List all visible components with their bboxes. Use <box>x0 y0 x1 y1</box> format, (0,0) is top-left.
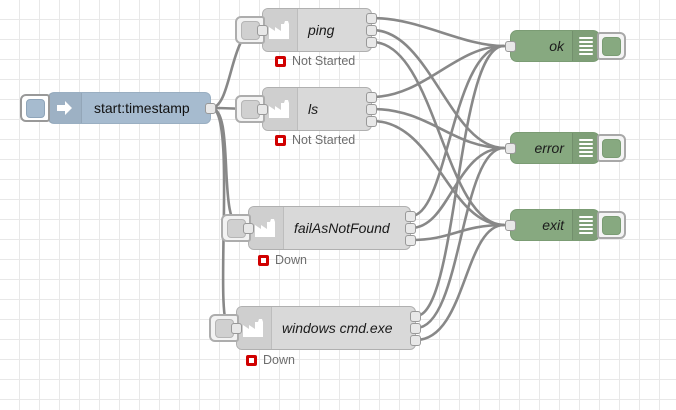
input-port[interactable] <box>231 323 242 334</box>
wire-fail-out2-to-error <box>409 146 506 230</box>
output-port-3[interactable] <box>410 335 421 346</box>
debug-toggle-button[interactable] <box>597 134 626 162</box>
output-port[interactable] <box>205 103 216 114</box>
wire-cmd-out3-to-exit <box>414 223 506 342</box>
node-debug-exit[interactable]: exit <box>505 209 626 241</box>
wire-inject-to-fail <box>209 106 244 230</box>
node-exec-ping[interactable]: ping <box>235 8 377 52</box>
node-label: error <box>534 140 564 156</box>
debug-lines-icon <box>572 133 599 163</box>
factory-icon <box>249 207 284 249</box>
wire-ping-out3-to-exit <box>370 40 506 227</box>
node-label: ok <box>549 38 564 54</box>
arrow-right-icon <box>49 93 82 123</box>
status-badge-failasnotfound: Down <box>258 253 307 267</box>
node-exec-windows-cmd-exe[interactable]: windows cmd.exe <box>209 306 421 350</box>
input-port[interactable] <box>243 223 254 234</box>
status-text: Not Started <box>292 133 356 147</box>
node-exec-failasnotfound[interactable]: failAsNotFound <box>221 206 416 250</box>
input-port[interactable] <box>505 41 516 52</box>
status-badge-ls: Not Started <box>275 133 355 147</box>
factory-icon <box>237 307 272 349</box>
debug-lines-icon <box>572 31 599 61</box>
node-debug-error[interactable]: error <box>505 132 626 164</box>
node-label: ls <box>308 101 319 117</box>
output-port-2[interactable] <box>405 223 416 234</box>
output-port-1[interactable] <box>405 211 416 222</box>
red-square-icon <box>275 55 286 67</box>
wire-ls-out1-to-ok <box>370 44 506 99</box>
exec-button[interactable] <box>235 95 265 123</box>
input-port[interactable] <box>257 25 268 36</box>
status-text: Down <box>263 353 295 367</box>
red-square-icon <box>246 354 257 366</box>
input-port[interactable] <box>257 104 268 115</box>
node-label: ping <box>308 22 335 38</box>
exec-button[interactable] <box>235 16 265 44</box>
node-debug-ok[interactable]: ok <box>505 30 626 62</box>
exec-button[interactable] <box>209 314 239 342</box>
node-label: exit <box>542 217 564 233</box>
wire-cmd-out1-to-ok <box>414 44 506 318</box>
output-port-2[interactable] <box>366 25 377 36</box>
debug-toggle-button[interactable] <box>597 211 626 239</box>
wire-fail-out1-to-ok <box>409 44 506 218</box>
output-port-2[interactable] <box>366 104 377 115</box>
output-port-1[interactable] <box>366 13 377 24</box>
output-port-1[interactable] <box>410 311 421 322</box>
red-square-icon <box>275 134 286 146</box>
status-badge-windows-cmd-exe: Down <box>246 353 295 367</box>
debug-toggle-button[interactable] <box>597 32 626 60</box>
status-badge-ping: Not Started <box>275 54 355 68</box>
factory-icon <box>263 88 298 130</box>
wire-ping-out1-to-ok <box>370 16 506 48</box>
red-square-icon <box>258 254 269 266</box>
status-text: Down <box>275 253 307 267</box>
debug-toggle-pad[interactable] <box>602 138 621 158</box>
inject-trigger-button[interactable] <box>20 94 50 122</box>
output-port-3[interactable] <box>366 37 377 48</box>
factory-icon <box>263 9 298 51</box>
wire-cmd-out2-to-error <box>414 146 506 330</box>
node-inject-start-timestamp[interactable]: start:timestamp <box>20 92 216 124</box>
wire-ping-out2-to-error <box>370 28 506 150</box>
wire-fail-out3-to-exit <box>409 223 506 242</box>
output-port-3[interactable] <box>366 116 377 127</box>
wire-ls-out2-to-error <box>370 107 506 150</box>
node-label: windows cmd.exe <box>282 320 393 336</box>
output-port-2[interactable] <box>410 323 421 334</box>
output-port-3[interactable] <box>405 235 416 246</box>
node-exec-ls[interactable]: ls <box>235 87 377 131</box>
debug-lines-icon <box>572 210 599 240</box>
input-port[interactable] <box>505 220 516 231</box>
output-port-1[interactable] <box>366 92 377 103</box>
node-label: failAsNotFound <box>294 220 390 236</box>
status-text: Not Started <box>292 54 356 68</box>
debug-toggle-pad[interactable] <box>602 36 621 56</box>
input-port[interactable] <box>505 143 516 154</box>
debug-toggle-pad[interactable] <box>602 215 621 235</box>
node-label: start:timestamp <box>94 100 190 116</box>
inject-trigger-pad[interactable] <box>25 98 45 118</box>
